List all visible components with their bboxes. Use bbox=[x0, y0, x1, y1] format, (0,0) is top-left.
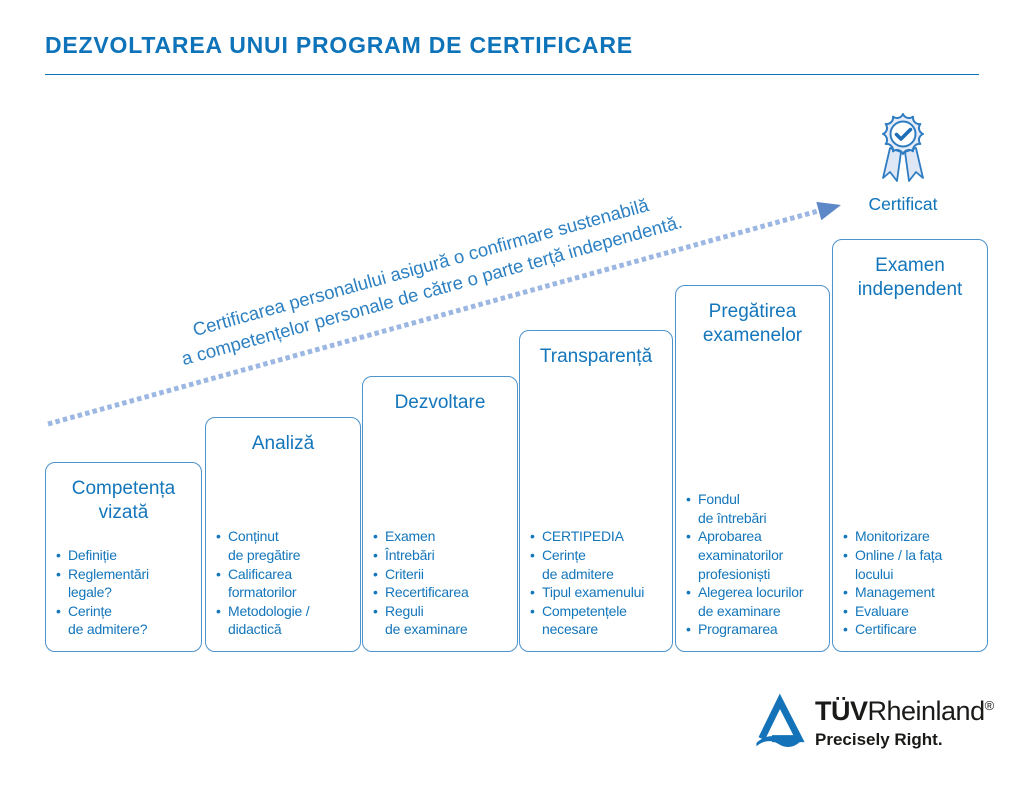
brand-name: TÜVRheinland® bbox=[815, 698, 994, 725]
step-title: Dezvoltare bbox=[394, 392, 486, 413]
step-items: Examen Întrebări Criterii Recertificarea… bbox=[369, 527, 511, 641]
step-item: CERTIPEDIA bbox=[530, 527, 666, 546]
step-item: Tipul examenului bbox=[530, 583, 666, 602]
page-title: DEZVOLTAREA UNUI PROGRAM DE CERTIFICARE bbox=[45, 32, 633, 58]
step-item: Certificare bbox=[843, 620, 981, 639]
step-items: Monitorizare Online / la fața locului Ma… bbox=[839, 527, 981, 641]
step-item: Criterii bbox=[373, 565, 511, 584]
step-item: Reglementări legale? bbox=[56, 565, 195, 602]
step-title: Transparență bbox=[539, 346, 653, 367]
step-title: Examen independent bbox=[857, 255, 963, 301]
title-divider bbox=[45, 74, 979, 75]
step-item: Management bbox=[843, 583, 981, 602]
arrow-caption-line1: Certificarea personalului asigură o conf… bbox=[190, 194, 651, 340]
logo-text: TÜVRheinland® Precisely Right. bbox=[815, 692, 994, 750]
step-item: Întrebări bbox=[373, 546, 511, 565]
tuv-rheinland-logo: TÜVRheinland® Precisely Right. bbox=[753, 692, 994, 754]
step-pregatirea-examenelor: Pregătirea examenelor Fondul de întrebăr… bbox=[675, 285, 830, 652]
registered-mark-icon: ® bbox=[984, 698, 995, 713]
step-title: Analiză bbox=[251, 433, 315, 454]
step-items: Fondul de întrebări Aprobarea examinator… bbox=[682, 490, 823, 641]
step-item: Alegerea locurilor de examinare bbox=[686, 583, 823, 620]
step-item: Fondul de întrebări bbox=[686, 490, 823, 527]
step-items: Definiție Reglementări legale? Cerințe d… bbox=[52, 546, 195, 641]
step-item: Online / la fața locului bbox=[843, 546, 981, 583]
dotted-arrow-line bbox=[47, 208, 819, 427]
brand-tagline: Precisely Right. bbox=[815, 730, 943, 749]
certificate-label: Certificat bbox=[868, 194, 938, 214]
step-item: Conținut de pregătire bbox=[216, 527, 354, 564]
step-item: Evaluare bbox=[843, 602, 981, 621]
step-item: Cerințe de admitere? bbox=[56, 602, 195, 639]
step-item: Reguli de examinare bbox=[373, 602, 511, 639]
step-competenta-vizata: Competența vizată Definiție Reglementări… bbox=[45, 462, 202, 652]
brand-tuv: TÜV bbox=[815, 696, 868, 726]
step-items: Conținut de pregătire Calificarea format… bbox=[212, 527, 354, 641]
step-title: Competența vizată bbox=[71, 478, 176, 524]
step-dezvoltare: Dezvoltare Examen Întrebări Criterii Rec… bbox=[362, 376, 518, 652]
arrowhead-icon bbox=[816, 201, 841, 221]
step-item: Examen bbox=[373, 527, 511, 546]
step-items: CERTIPEDIA Cerințe de admitere Tipul exa… bbox=[526, 527, 666, 641]
step-analiza: Analiză Conținut de pregătire Calificare… bbox=[205, 417, 361, 652]
step-transparenta: Transparență CERTIPEDIA Cerințe de admit… bbox=[519, 330, 673, 652]
step-item: Competențele necesare bbox=[530, 602, 666, 639]
step-item: Cerințe de admitere bbox=[530, 546, 666, 583]
tuv-triangle-icon bbox=[756, 693, 805, 747]
step-item: Calificarea formatorilor bbox=[216, 565, 354, 602]
step-item: Metodologie / didactică bbox=[216, 602, 354, 639]
step-item: Aprobarea examinatorilor profesioniști bbox=[686, 527, 823, 583]
step-item: Definiție bbox=[56, 546, 195, 565]
step-item: Recertificarea bbox=[373, 583, 511, 602]
certificate-rosette-icon bbox=[882, 113, 924, 182]
brand-rheinland: Rheinland bbox=[867, 696, 986, 726]
step-item: Programarea bbox=[686, 620, 823, 639]
step-item: Monitorizare bbox=[843, 527, 981, 546]
certificate: Certificat bbox=[855, 106, 951, 215]
step-title: Pregătirea examenelor bbox=[702, 301, 803, 347]
step-examen-independent: Examen independent Monitorizare Online /… bbox=[832, 239, 988, 652]
